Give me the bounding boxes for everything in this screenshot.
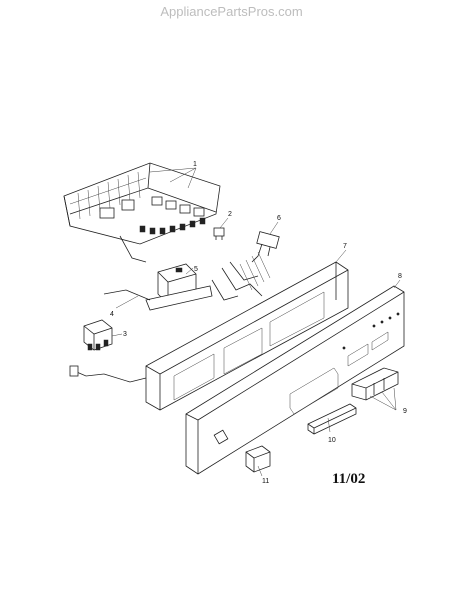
knob-cap-part xyxy=(245,445,271,473)
callout-6: 6 xyxy=(277,215,281,222)
date-code: 11/02 xyxy=(332,471,366,487)
callout-9: 9 xyxy=(403,408,407,415)
callout-3: 3 xyxy=(123,331,127,338)
callout-2: 2 xyxy=(228,211,232,218)
control-board-part xyxy=(63,162,221,263)
callout-8: 8 xyxy=(398,273,402,280)
button-keys-part xyxy=(351,367,399,401)
watermark-text: AppliancePartsPros.com xyxy=(160,4,303,19)
callout-4: 4 xyxy=(110,311,114,318)
callout-5: 5 xyxy=(194,266,198,273)
harness-plug-part xyxy=(251,231,280,263)
terminal-block-part xyxy=(83,319,113,351)
callout-11: 11 xyxy=(262,478,269,485)
outer-console-panel-part xyxy=(185,285,405,475)
callout-7: 7 xyxy=(343,243,347,250)
door-handle-part xyxy=(307,403,357,435)
switch-assembly-part xyxy=(103,263,213,311)
callout-1: 1 xyxy=(193,161,197,168)
connector-part xyxy=(213,227,225,240)
callout-10: 10 xyxy=(328,437,336,444)
